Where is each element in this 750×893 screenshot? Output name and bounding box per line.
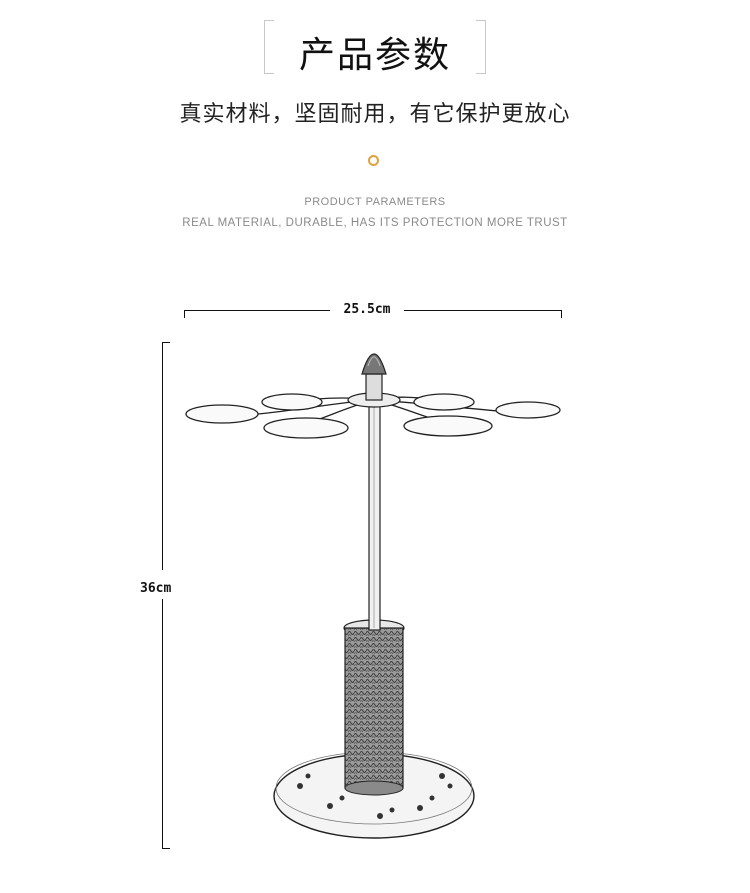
width-line-left bbox=[184, 310, 330, 311]
title-bracket-left bbox=[264, 20, 274, 74]
top-finial bbox=[347, 353, 401, 408]
width-tick-right bbox=[561, 310, 562, 318]
sisal-post bbox=[343, 619, 405, 796]
height-label: 36cm bbox=[140, 581, 172, 596]
width-line-right bbox=[404, 310, 562, 311]
height-line-bottom bbox=[162, 599, 163, 849]
page-title: 产品参数 bbox=[298, 35, 451, 76]
english-title: PRODUCT PARAMETERS bbox=[304, 196, 446, 208]
height-tick-top bbox=[162, 342, 170, 343]
page-subtitle: 真实材料，坚固耐用，有它保护更放心 bbox=[179, 102, 571, 127]
height-line-top bbox=[162, 342, 163, 570]
width-tick-left bbox=[184, 310, 185, 318]
width-label: 25.5cm bbox=[343, 302, 391, 317]
height-dimension bbox=[160, 342, 172, 849]
metal-pole bbox=[368, 395, 381, 631]
hanger-rings bbox=[185, 393, 561, 439]
cat-toy-stand-sketch-icon bbox=[185, 353, 561, 839]
english-subtitle: REAL MATERIAL, DURABLE, HAS ITS PROTECTI… bbox=[182, 217, 568, 229]
stand-base bbox=[273, 751, 475, 839]
title-box: 产品参数 bbox=[264, 20, 486, 76]
accent-dot-icon bbox=[368, 155, 379, 166]
width-dimension: 25.5cm bbox=[184, 302, 562, 318]
height-tick-bottom bbox=[162, 848, 170, 849]
title-bracket-right bbox=[476, 20, 486, 74]
